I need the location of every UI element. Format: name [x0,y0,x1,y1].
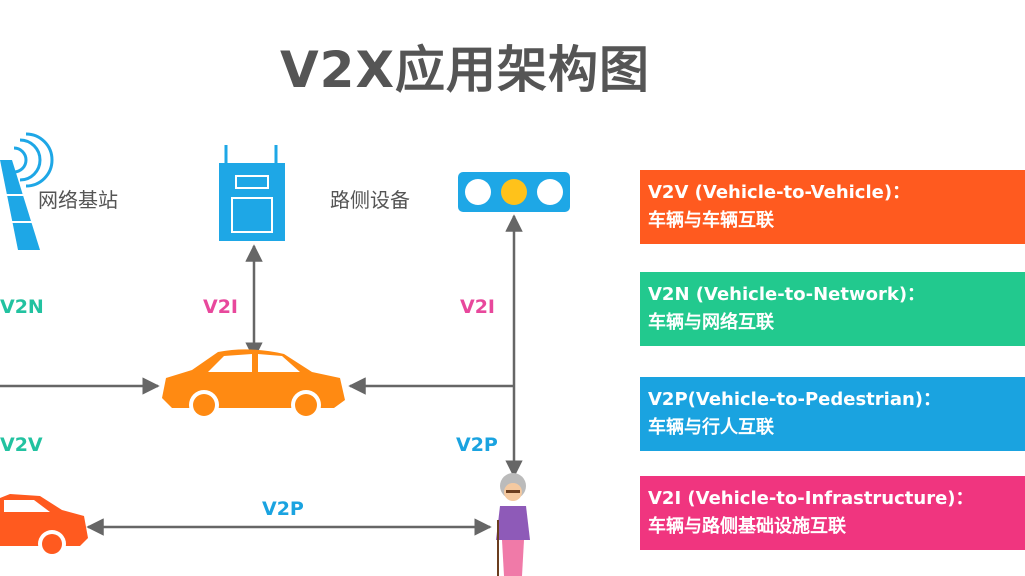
v2p-label-horizontal: V2P [262,498,304,520]
legend-v2n-desc: 车辆与网络互联 [648,312,774,333]
diagram-title: V2X应用架构图 [279,41,651,99]
legend-v2p-desc: 车辆与行人互联 [648,417,774,438]
legend-v2p-title: V2P(Vehicle-to-Pedestrian)： [648,389,942,410]
roadside-device-label: 路侧设备 [330,188,410,212]
legend-v2i-desc: 车辆与路侧基础设施互联 [648,516,846,537]
v2p-label-vertical: V2P [456,434,498,456]
legend-card-v2n: V2N (Vehicle-to-Network)： 车辆与网络互联 [640,272,1025,346]
legend-v2n-title: V2N (Vehicle-to-Network)： [648,284,926,305]
base-station-label: 网络基站 [38,188,118,212]
legend-card-v2i: V2I (Vehicle-to-Infrastructure)： 车辆与路侧基础… [640,476,1025,550]
traffic-light-icon [458,172,570,212]
legend-v2v-title: V2V (Vehicle-to-Vehicle)： [648,182,911,203]
v2i-label-right: V2I [460,296,495,318]
legend-card-v2p: V2P(Vehicle-to-Pedestrian)： 车辆与行人互联 [640,377,1025,451]
v2v-label: V2V [0,434,43,456]
car-icon [162,349,345,420]
router-device-icon [219,145,285,241]
legend-card-v2v: V2V (Vehicle-to-Vehicle)： 车辆与车辆互联 [640,170,1025,244]
legend-v2i-title: V2I (Vehicle-to-Infrastructure)： [648,488,974,509]
v2n-label: V2N [0,296,44,318]
v2i-label-left: V2I [203,296,238,318]
base-station-icon [0,132,54,250]
car-icon-second [0,494,88,558]
pedestrian-icon [496,473,530,576]
legend-v2v-desc: 车辆与车辆互联 [648,210,774,231]
